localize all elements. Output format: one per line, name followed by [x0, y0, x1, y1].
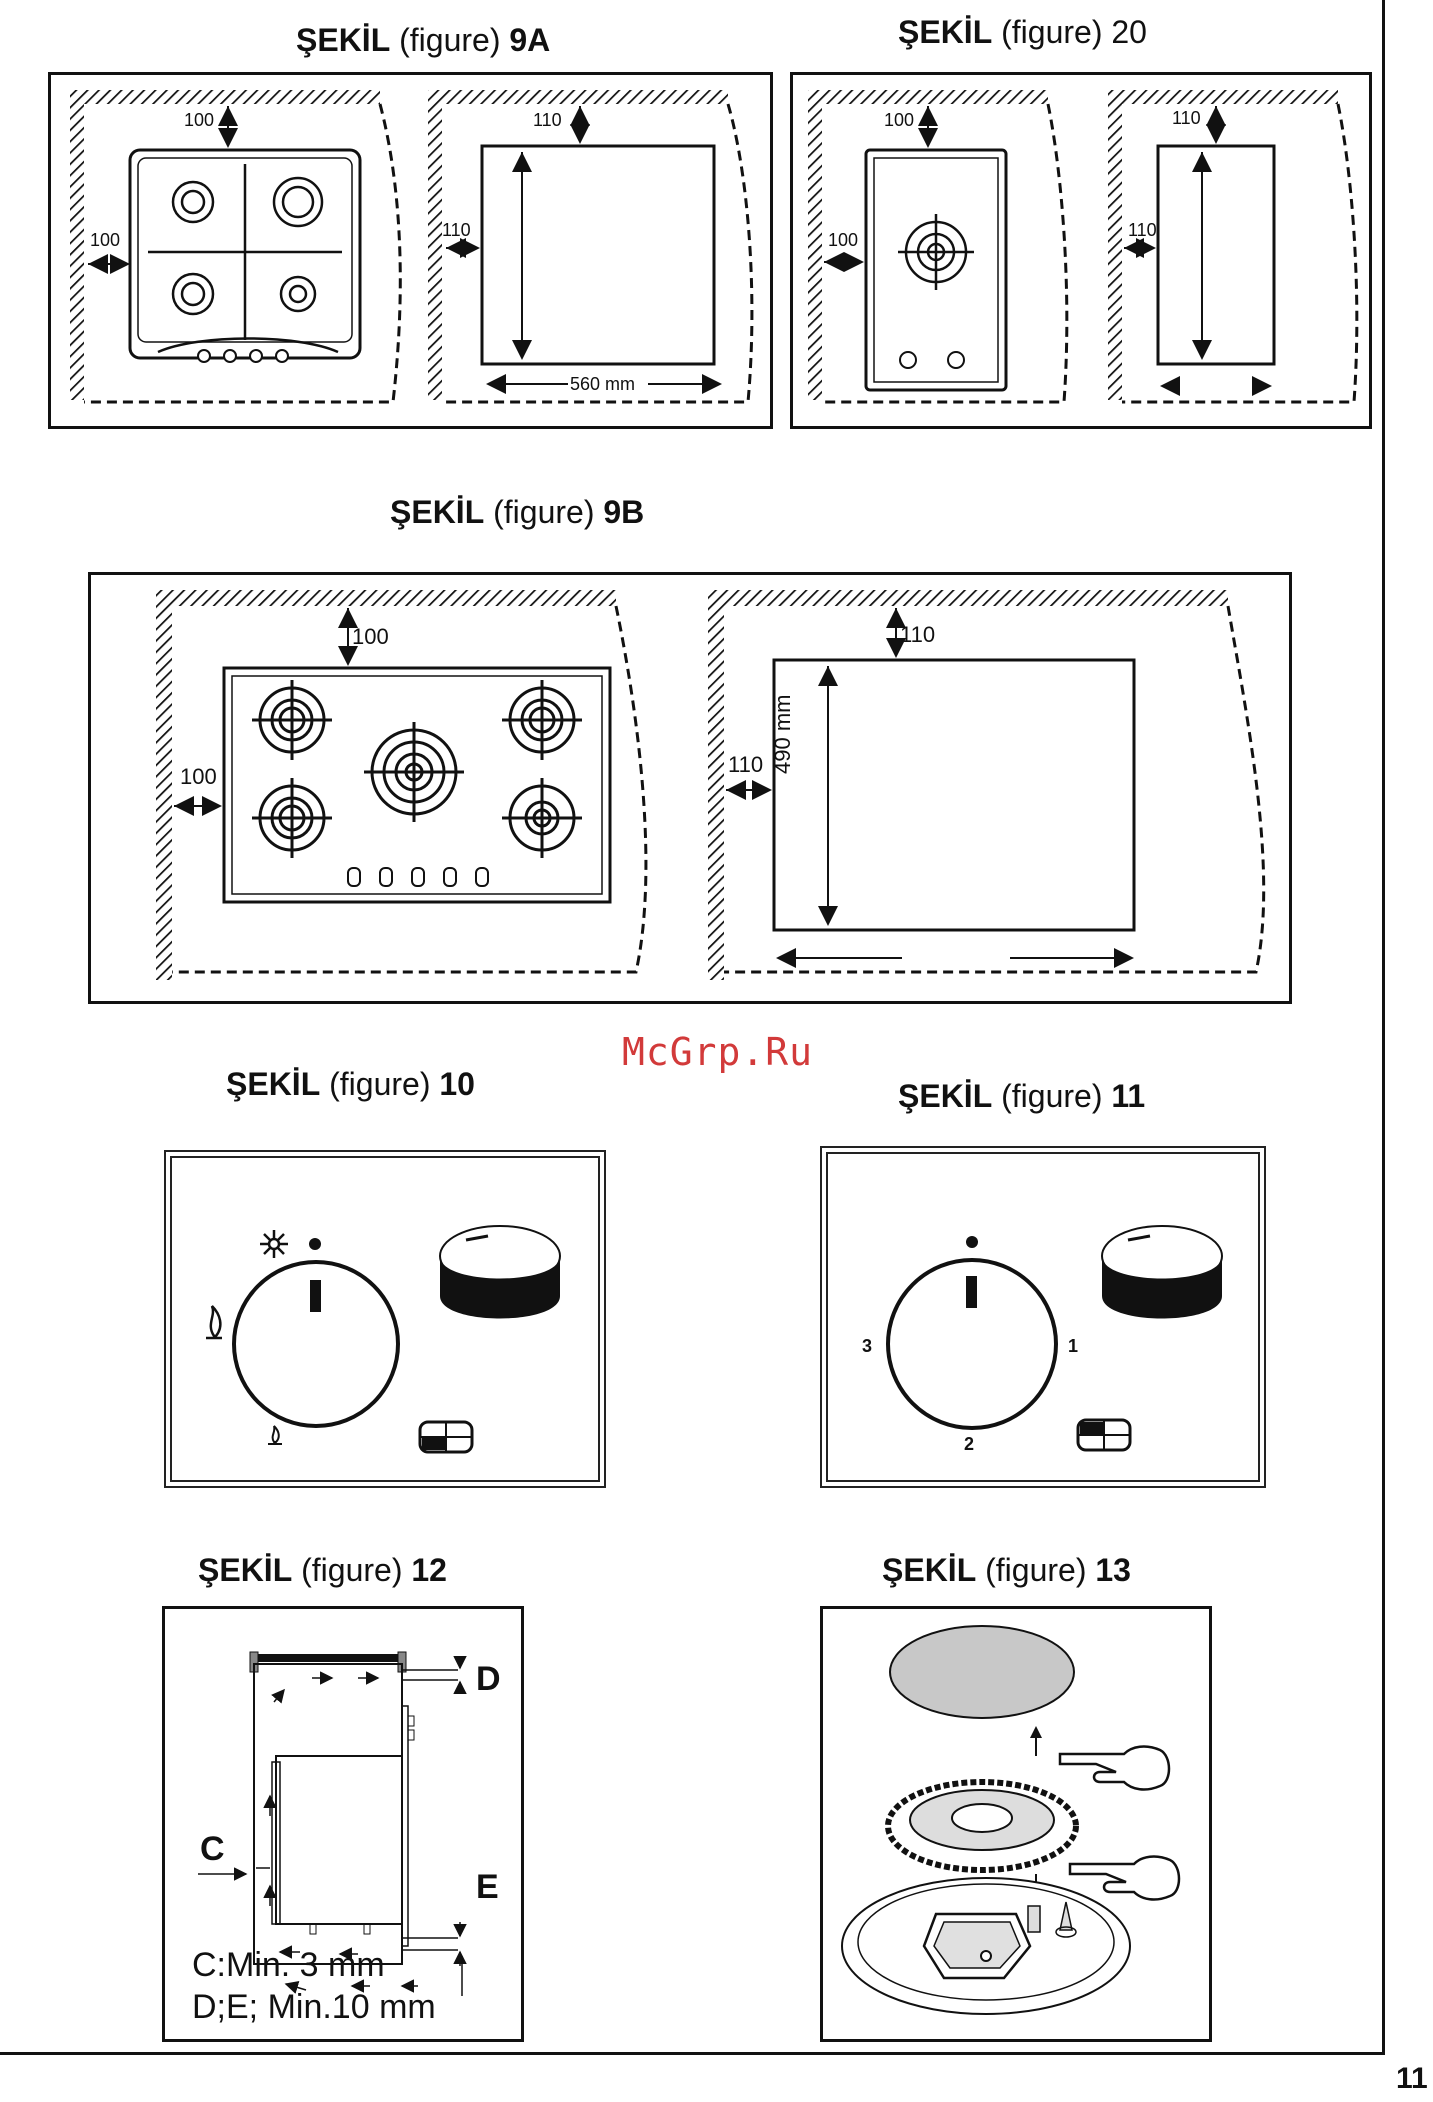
figure-10-drawing — [170, 1156, 600, 1482]
figure-9a-drawing — [48, 72, 773, 429]
dim-20-right-left: 110 — [1128, 220, 1157, 241]
figure-20-drawing — [790, 72, 1372, 429]
figure-11-title: ŞEKİL (figure) 11 — [898, 1078, 1145, 1115]
label-d: D — [476, 1660, 501, 1699]
figure-10-title: ŞEKİL (figure) 10 — [226, 1066, 475, 1103]
figure-9b-title: ŞEKİL (figure) 9B — [390, 494, 644, 531]
label-e: E — [476, 1868, 499, 1907]
figure-9a-title: ŞEKİL (figure) 9A — [296, 22, 550, 59]
page-number: 11 — [1396, 2062, 1428, 2096]
pointing-hand-icon-2 — [1070, 1857, 1179, 1900]
figure-13-drawing — [820, 1606, 1212, 2042]
dim-20-top-left: 100 — [884, 110, 914, 131]
note-min-c: C:Min. 3 mm — [192, 1946, 385, 1985]
flame-large-icon — [211, 1306, 221, 1336]
dim-9b-height: 490 mm — [770, 695, 796, 774]
dim-9a-top-left: 100 — [184, 110, 214, 131]
dim-20-top-right: 110 — [1172, 108, 1201, 129]
ignition-icon — [260, 1230, 288, 1258]
knob-position-3: 3 — [862, 1336, 872, 1357]
dim-9b-right-left: 110 — [728, 752, 763, 778]
figure-9b-drawing — [88, 572, 1292, 1004]
dim-9a-left: 100 — [90, 230, 120, 251]
dim-9b-top-left: 100 — [352, 624, 389, 650]
knob-position-2: 2 — [964, 1434, 974, 1455]
note-min-de: D;E; Min.10 mm — [192, 1988, 436, 2027]
dim-9a-width: 560 mm — [570, 374, 635, 395]
pointing-hand-icon — [1060, 1747, 1169, 1790]
figure-13-title: ŞEKİL (figure) 13 — [882, 1552, 1131, 1589]
figure-12-title: ŞEKİL (figure) 12 — [198, 1552, 447, 1589]
dim-9a-top-right: 110 — [533, 110, 562, 131]
watermark: McGrp.Ru — [622, 1030, 813, 1074]
dim-9a-right-left: 110 — [442, 220, 471, 241]
knob-position-1: 1 — [1068, 1336, 1078, 1357]
label-c: C — [200, 1830, 225, 1869]
dim-9b-top-right: 110 — [900, 622, 935, 648]
figure-11-drawing — [826, 1152, 1260, 1482]
dim-20-left: 100 — [828, 230, 858, 251]
dim-9b-left: 100 — [180, 764, 217, 790]
figure-20-title: ŞEKİL (figure) 20 — [898, 14, 1147, 51]
